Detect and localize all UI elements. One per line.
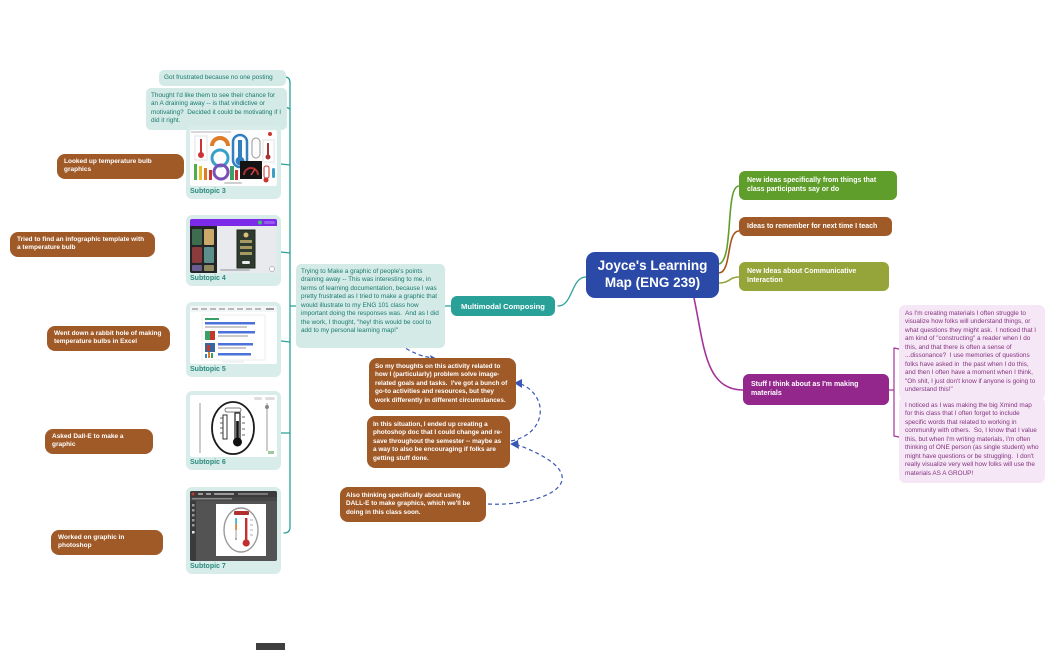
subtopic-5-thumbnail [190, 306, 277, 364]
note-xmind-group-use[interactable]: I noticed as I was making the big Xmind … [899, 397, 1045, 484]
note-dalle-soon[interactable]: Also thinking specifically about using D… [340, 487, 486, 523]
subtopic-5-label: Subtopic 5 [190, 366, 226, 373]
note-constructing-a-reader[interactable]: As I'm creating materials I often strugg… [899, 305, 1045, 400]
subtopic-3-label: Subtopic 3 [190, 188, 226, 195]
callout-asked-dalle[interactable]: Asked Dall-E to make a graphic [45, 429, 153, 454]
note-photoshop-doc[interactable]: In this situation, I ended up creating a… [367, 416, 510, 469]
callout-excel-rabbit-hole[interactable]: Went down a rabbit hole of making temper… [47, 326, 170, 351]
topic-communicative-interaction[interactable]: New Ideas about Communicative Interactio… [739, 262, 889, 291]
central-topic[interactable]: Joyce's Learning Map (ENG 239) [586, 252, 719, 298]
note-problem-solve-thoughts[interactable]: So my thoughts on this activity related … [369, 358, 516, 411]
note-trying-to-make-graphic[interactable]: Trying to Make a graphic of people's poi… [296, 264, 445, 348]
subtopic-4-card[interactable]: Subtopic 4 [186, 215, 281, 286]
callout-looked-up-graphics[interactable]: Looked up temperature bulb graphics [57, 154, 184, 179]
subtopic-7-card[interactable]: Subtopic 7 [186, 487, 281, 574]
topic-ideas-next-time[interactable]: Ideas to remember for next time I teach [739, 217, 892, 237]
topic-communicative-interaction-label: New Ideas about Communicative Interactio… [747, 268, 857, 285]
topic-making-materials[interactable]: Stuff I think about as I'm making materi… [743, 374, 889, 405]
topic-multimodal-composing[interactable]: Multimodal Composing [451, 296, 555, 316]
topic-new-ideas-participants[interactable]: New ideas specifically from things that … [739, 171, 897, 200]
callout-infographic-template[interactable]: Tried to find an infographic template wi… [10, 232, 155, 257]
subtopic-3-thumbnail [190, 130, 277, 186]
bottom-toolbar-fragment [256, 643, 285, 650]
subtopic-3-card[interactable]: Subtopic 3 [186, 126, 281, 199]
subtopic-5-card[interactable]: Subtopic 5 [186, 302, 281, 377]
topic-ideas-next-time-label: Ideas to remember for next time I teach [747, 223, 878, 230]
subtopic-7-label: Subtopic 7 [190, 563, 226, 570]
callout-worked-in-photoshop[interactable]: Worked on graphic in photoshop [51, 530, 163, 555]
subtopic-4-thumbnail [190, 219, 277, 273]
note-chance-for-an-a[interactable]: Thought I'd like them to see their chanc… [146, 88, 287, 130]
central-topic-label: Joyce's Learning Map (ENG 239) [597, 258, 708, 290]
topic-multimodal-label: Multimodal Composing [461, 301, 545, 311]
subtopic-6-card[interactable]: Subtopic 6 [186, 391, 281, 470]
subtopic-6-thumbnail [190, 395, 277, 457]
topic-making-materials-label: Stuff I think about as I'm making materi… [751, 381, 859, 398]
subtopic-6-label: Subtopic 6 [190, 459, 226, 466]
topic-new-ideas-participants-label: New ideas specifically from things that … [747, 177, 877, 194]
subtopic-4-label: Subtopic 4 [190, 275, 226, 282]
note-got-frustrated[interactable]: Got frustrated because no one posting [159, 70, 286, 87]
subtopic-7-thumbnail [190, 491, 277, 561]
